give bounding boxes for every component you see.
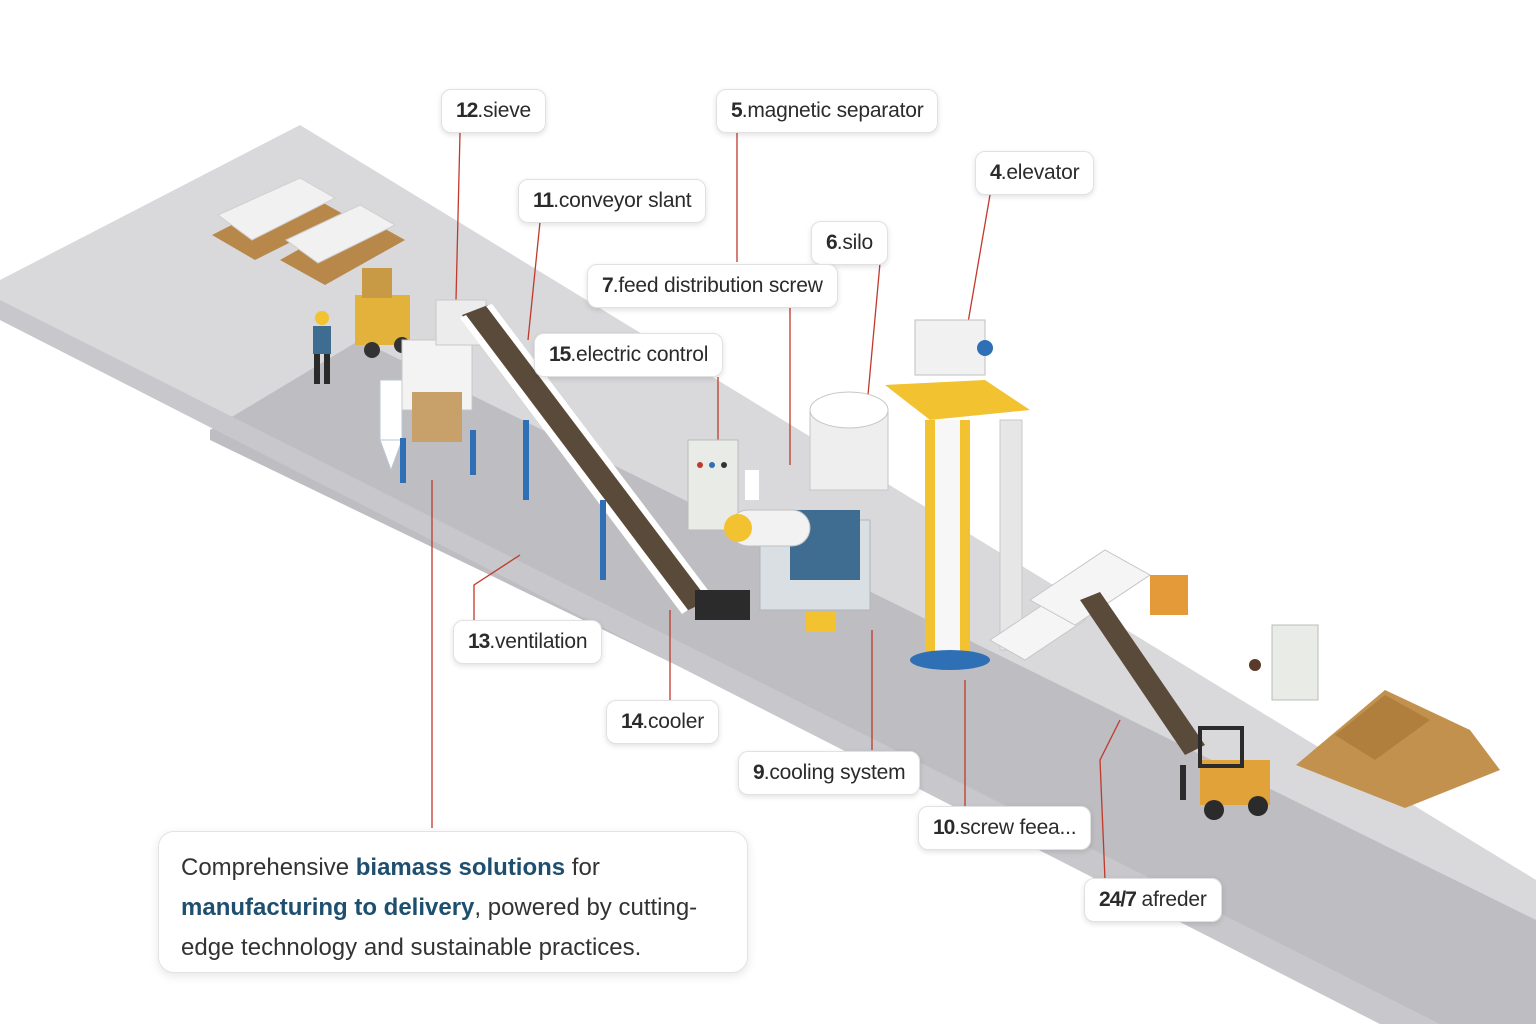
label-electric-control: 15.electric control xyxy=(534,333,724,377)
label-cooling-system: 9.cooling system xyxy=(738,751,921,795)
slant-conveyor xyxy=(460,304,750,620)
elevator-tower xyxy=(885,319,1030,670)
worker-figure xyxy=(313,311,331,384)
pellet-mill xyxy=(724,509,871,632)
forklift-front xyxy=(1180,726,1270,820)
label-elevator: 4.elevator xyxy=(975,151,1095,195)
leader-lines xyxy=(431,132,1121,881)
tagline-highlight: manufacturing to delivery xyxy=(181,894,475,921)
label-ventilation: 13.ventilation xyxy=(453,620,603,664)
label-sieve: 12.sieve xyxy=(441,89,547,133)
tagline-box: Comprehensive biamass solutions for manu… xyxy=(158,831,748,973)
pellet-pile xyxy=(1296,690,1500,808)
control-cabinet xyxy=(687,439,759,531)
tagline-highlight: biamass solutions xyxy=(355,854,566,881)
label-afreder: 24/7 afreder xyxy=(1084,878,1222,922)
pallet-bags xyxy=(212,177,405,285)
label-screw-feeder: 10.screw feea... xyxy=(918,806,1092,850)
tagline-text: for xyxy=(565,854,600,881)
factory-floor-lane xyxy=(210,340,1536,1024)
label-silo: 6.silo xyxy=(811,221,889,265)
packing-station xyxy=(989,549,1205,755)
sieve-unit xyxy=(379,299,487,483)
label-magnetic-separator: 5.magnetic separator xyxy=(716,89,939,133)
tagline-text: Comprehensive xyxy=(181,854,356,881)
label-conveyor-slant: 11.conveyor slant xyxy=(518,179,707,223)
label-feed-distribution-screw: 7.feed distribution screw xyxy=(587,264,838,308)
silo xyxy=(809,391,889,491)
label-cooler: 14.cooler xyxy=(606,700,719,744)
control-cabinet-2 xyxy=(1249,624,1319,701)
tagline-text: , powered by cutting-edge technology and… xyxy=(181,894,698,961)
